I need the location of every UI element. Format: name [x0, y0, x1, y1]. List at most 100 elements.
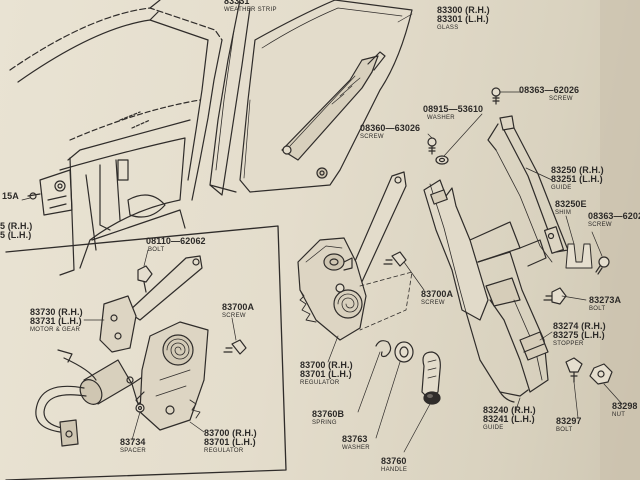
motor-gear-number-rh: 83730 (R.H.): [30, 307, 83, 317]
screw-mid-caption: SCREW: [360, 134, 384, 140]
label-stopper: 83274 (R.H.) 83275 (L.H.) STOPPER: [553, 322, 606, 349]
washer-top-caption: WASHER: [427, 115, 455, 121]
stopper-number-lh: 83275 (L.H.): [553, 330, 605, 340]
label-glass: 83300 (R.H.) 83301 (L.H.) GLASS: [437, 6, 490, 33]
handle-number: 83760: [381, 456, 407, 466]
inset-spacer-part: [135, 403, 145, 413]
guide-front-number-rh: 83240 (R.H.): [483, 405, 536, 415]
shim-part: [565, 243, 593, 269]
screw-main-caption: SCREW: [421, 300, 445, 306]
screw-main-part: [383, 251, 407, 267]
inset-bolt-part: [137, 265, 153, 293]
label-screw-top: 08363—62026 SCREW: [519, 86, 579, 104]
door-frame: [9, 0, 223, 276]
stopper-caption: STOPPER: [553, 341, 584, 347]
label-edge-left-part: 15A: [2, 192, 19, 201]
label-nut: 83298 NUT: [612, 402, 638, 420]
screw-mid-number: 08360—63026: [360, 123, 421, 133]
guide-rear-caption: GUIDE: [551, 185, 572, 191]
label-weather-strip: 83331 WEATHER STRIP: [224, 0, 277, 15]
nut-number: 83298: [612, 401, 638, 411]
rear-guide-part: [487, 115, 569, 263]
label-shim: 83250E SHIM: [555, 200, 587, 218]
label-screw-inset: 83700A SCREW: [222, 303, 254, 321]
label-guide-front: 83240 (R.H.) 83241 (L.H.) GUIDE: [483, 406, 536, 433]
bolt-bottom-part: [565, 357, 583, 383]
motor-gear-number-lh: 83731 (L.H.): [30, 316, 82, 326]
label-bolt-right: 83273A BOLT: [589, 296, 621, 314]
screw-mid-part: [427, 137, 437, 155]
bolt-inset-number: 08110—62062: [146, 236, 206, 246]
shim-caption: SHIM: [555, 210, 572, 216]
washer-low-caption: WASHER: [342, 445, 370, 451]
page-shadow: [600, 0, 640, 480]
label-spacer: 83734 SPACER: [120, 438, 146, 456]
handle-part: [421, 351, 441, 405]
washer-top-part: [435, 155, 449, 165]
label-guide-rear: 83250 (R.H.) 83251 (L.H.) GUIDE: [551, 166, 604, 193]
screw-right-caption: SCREW: [588, 222, 612, 228]
bolt-right-number: 83273A: [589, 295, 622, 305]
screw-right-part: [595, 256, 610, 275]
regulator-inset-number-lh: 83701 (L.H.): [204, 437, 256, 447]
screw-inset-number: 83700A: [222, 302, 255, 312]
label-handle: 83760 HANDLE: [381, 457, 407, 475]
spring-part: [375, 340, 392, 358]
regulator-inset-number-rh: 83700 (R.H.): [204, 428, 257, 438]
label-bolt-inset: 08110—62062 BOLT: [146, 237, 206, 255]
inset-box: [5, 225, 287, 480]
bolt-right-part: [543, 287, 567, 305]
glass-caption: GLASS: [437, 25, 459, 31]
screw-top-number: 08363—62026: [519, 85, 580, 95]
label-spring: 83760B SPRING: [312, 410, 344, 428]
glass-number-rh: 83300 (R.H.): [437, 5, 490, 15]
spring-number: 83760B: [312, 409, 345, 419]
label-washer-low: 83763 WASHER: [342, 435, 370, 453]
label-screw-main: 83700A SCREW: [421, 290, 453, 308]
glass-part: [239, 0, 413, 193]
inset-screw-part: [223, 339, 247, 355]
main-regulator-part: [297, 171, 413, 341]
leader-lines: [21, 13, 623, 453]
washer-low-part: [394, 341, 414, 363]
inset-regulator-part: [135, 321, 209, 431]
shim-number: 83250E: [555, 199, 587, 209]
screw-top-part: [491, 87, 501, 105]
weather-strip-number: 83331: [224, 0, 250, 6]
bolt-right-caption: BOLT: [589, 306, 606, 312]
regulator-main-number-rh: 83700 (R.H.): [300, 360, 353, 370]
washer-top-number: 08915—53610: [423, 104, 484, 114]
weather-strip-caption: WEATHER STRIP: [224, 7, 277, 13]
regulator-main-number-lh: 83701 (L.H.): [300, 369, 352, 379]
nut-part: [589, 363, 613, 385]
label-regulator-inset: 83700 (R.H.) 83701 (L.H.) REGULATOR: [204, 429, 257, 456]
edge-left-part-number: 15A: [2, 191, 19, 201]
handle-caption: HANDLE: [381, 467, 408, 473]
stopper-part: [519, 331, 549, 361]
screw-top-caption: SCREW: [549, 96, 573, 102]
spring-caption: SPRING: [312, 420, 337, 426]
guide-rear-number-lh: 83251 (L.H.): [551, 174, 603, 184]
label-screw-right: 08363—62026 SCREW: [588, 212, 640, 230]
label-bolt-bottom: 83297 BOLT: [556, 417, 582, 435]
edge-left-lh-number: 5 (L.H.): [0, 230, 32, 240]
screw-main-number: 83700A: [421, 289, 454, 299]
spacer-caption: SPACER: [120, 448, 147, 454]
front-guide-part: [423, 179, 549, 403]
screw-right-number: 08363—62026: [588, 211, 640, 221]
bolt-inset-caption: BOLT: [148, 247, 165, 253]
bolt-bottom-number: 83297: [556, 416, 582, 426]
weather-strip-part: [209, 0, 251, 196]
screw-inset-caption: SCREW: [222, 313, 246, 319]
regulator-inset-caption: REGULATOR: [204, 448, 244, 454]
bolt-bottom-caption: BOLT: [556, 427, 573, 433]
guide-front-caption: GUIDE: [483, 425, 504, 431]
label-washer-top: 08915—53610 WASHER: [423, 105, 483, 123]
inset-motor-part: [35, 255, 203, 447]
glass-number-lh: 83301 (L.H.): [437, 14, 489, 24]
guide-front-number-lh: 83241 (L.H.): [483, 414, 535, 424]
label-motor-gear: 83730 (R.H.) 83731 (L.H.) MOTOR & GEAR: [30, 308, 83, 335]
guide-rear-number-rh: 83250 (R.H.): [551, 165, 604, 175]
